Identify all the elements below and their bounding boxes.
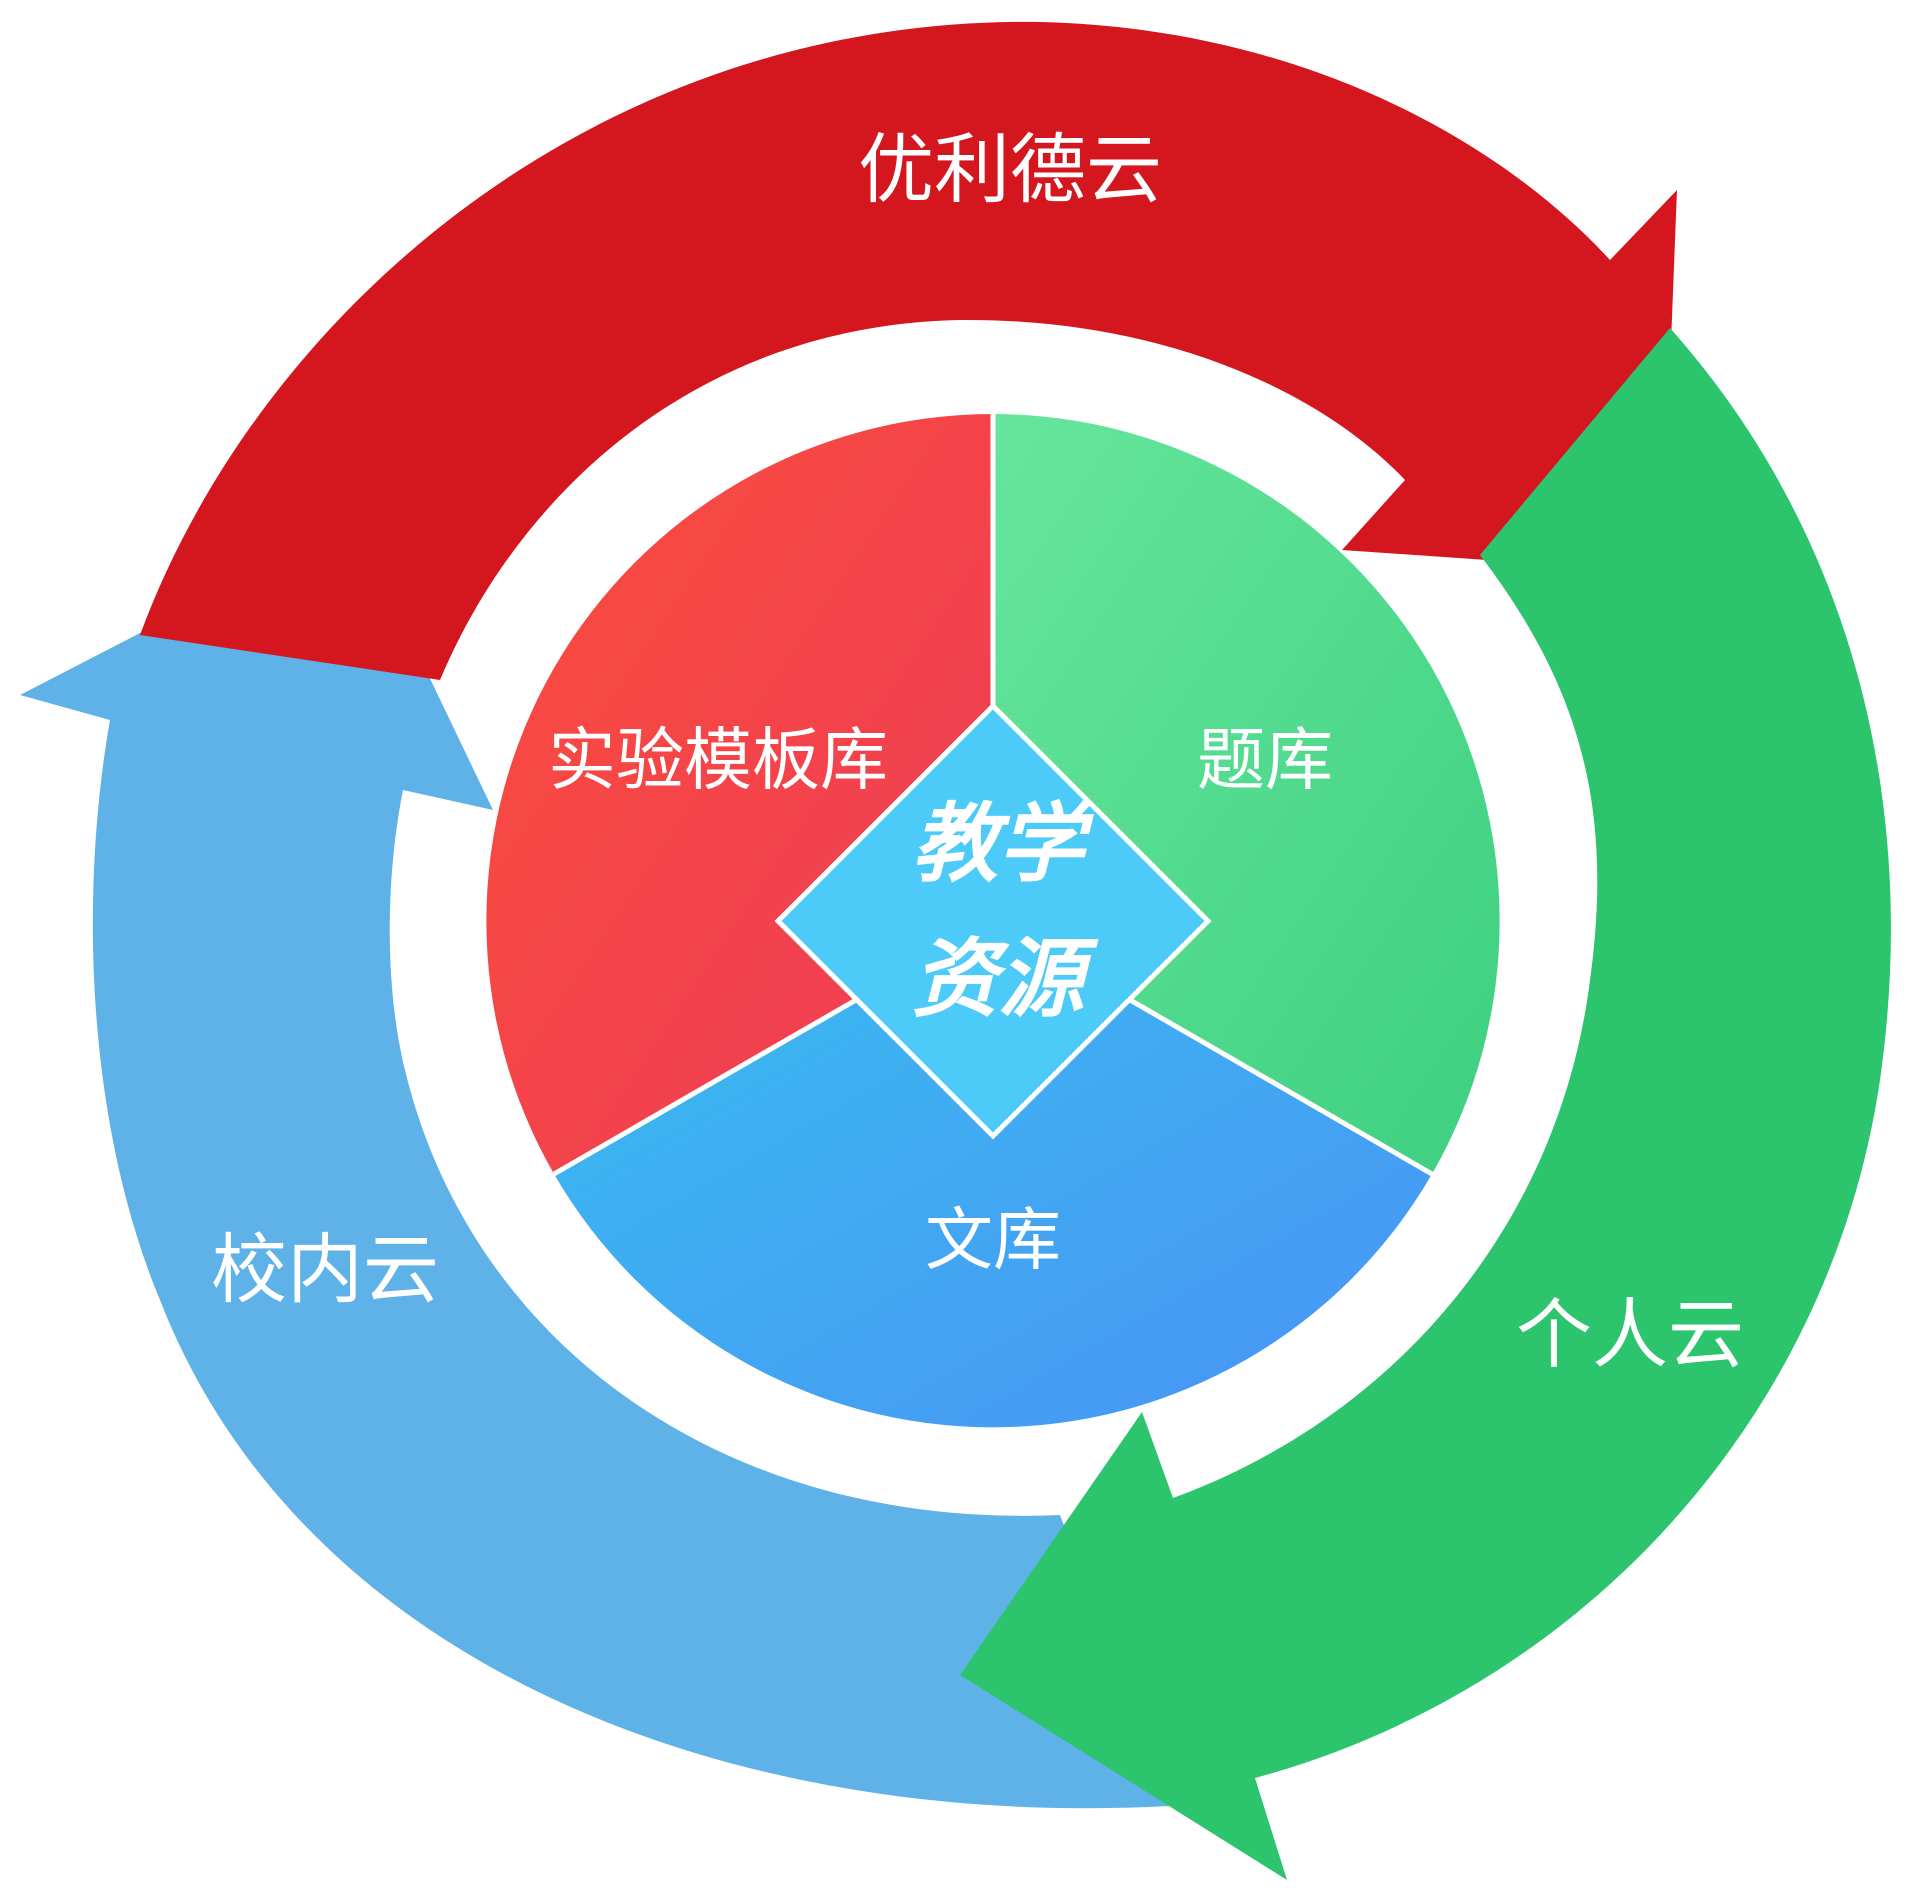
top-cycle-label: 优利德云 [858, 125, 1162, 214]
left-cycle-arrow [20, 522, 1170, 1809]
center-label-line2: 资源 [912, 929, 1099, 1029]
top-cycle-arrow [140, 21, 1677, 680]
left-cycle-label: 校内云 [211, 1225, 439, 1314]
center-label-line1: 教学 [912, 794, 1095, 894]
right-cycle-label: 个人云 [1516, 1290, 1744, 1379]
segment-label-question-bank: 题库 [1197, 722, 1333, 801]
center-diamond [774, 702, 1212, 1140]
segment-label-document-library: 文库 [925, 1202, 1061, 1281]
segment-label-template-library: 实验模板库 [548, 722, 888, 801]
right-cycle-arrow [960, 328, 1891, 1880]
